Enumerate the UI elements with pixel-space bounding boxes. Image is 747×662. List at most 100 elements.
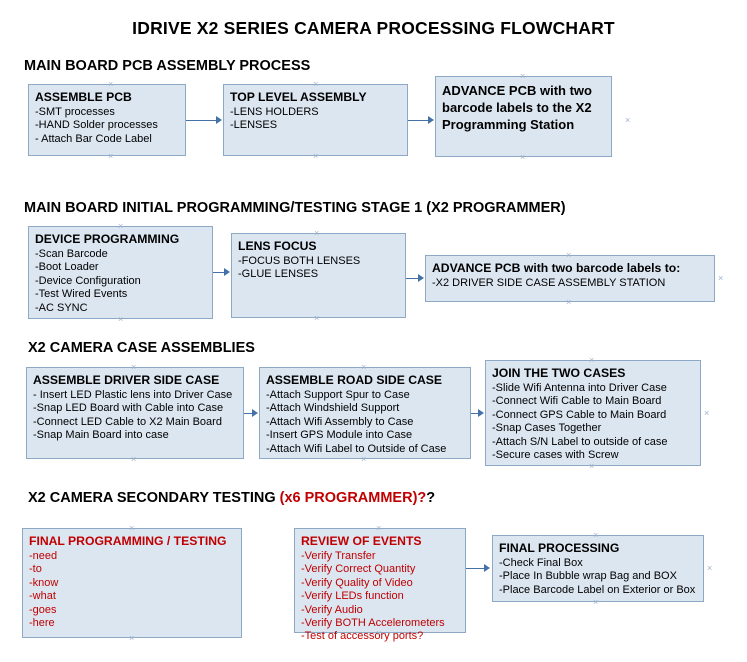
box-device-programming: DEVICE PROGRAMMING -Scan Barcode -Boot L… (28, 226, 213, 319)
anchor-marker: × (314, 228, 320, 238)
box-title: DEVICE PROGRAMMING (35, 232, 180, 246)
box-line: -HAND Solder processes (35, 119, 158, 132)
box-final-processing: FINAL PROCESSING -Check Final Box -Place… (492, 535, 704, 602)
anchor-marker: × (118, 221, 124, 231)
box-line: -Connect Wifi Cable to Main Board (492, 395, 662, 408)
box-line: -Test Wired Events (35, 288, 128, 301)
box-advance-pcb-programming-station: ADVANCE PCB with two barcode labels to t… (435, 76, 612, 157)
connector-line (186, 120, 217, 121)
box-final-programming-testing: FINAL PROGRAMMING / TESTING -need -to -k… (22, 528, 242, 638)
connector-arrow (418, 274, 424, 282)
box-line: -X2 DRIVER SIDE CASE ASSEMBLY STATION (432, 277, 666, 289)
box-line: -Verify LEDs function (301, 590, 404, 603)
box-line: -LENS HOLDERS (230, 106, 319, 118)
connector-arrow (252, 409, 258, 417)
box-title: ADVANCE PCB with two barcode labels to t… (442, 83, 592, 132)
anchor-marker: × (361, 454, 367, 464)
box-title: LENS FOCUS (238, 239, 317, 253)
box-line: -Secure cases with Screw (492, 449, 619, 462)
box-line: -Insert GPS Module into Case (266, 429, 413, 442)
connector-arrow (484, 564, 490, 572)
box-title: FINAL PROGRAMMING / TESTING (29, 534, 227, 548)
box-line: -Scan Barcode (35, 248, 108, 260)
box-title: TOP LEVEL ASSEMBLY (230, 90, 367, 104)
box-line: -Snap LED Board with Cable into Case (33, 402, 224, 415)
box-title: ASSEMBLE DRIVER SIDE CASE (33, 373, 220, 387)
connector-line (244, 413, 253, 414)
box-line: -Verify Audio (301, 603, 363, 616)
box-line: -here (29, 617, 55, 630)
box-line: -Place In Bubble wrap Bag and BOX (499, 570, 677, 583)
box-line: -Attach Wifi Assembly to Case (266, 415, 414, 428)
box-line: -Snap Cases Together (492, 422, 602, 435)
anchor-marker: × (589, 461, 595, 471)
anchor-marker: × (520, 71, 526, 81)
anchor-marker: × (131, 454, 137, 464)
box-line: -Boot Loader (35, 261, 99, 274)
anchor-marker: × (718, 273, 724, 283)
connector-arrow (224, 268, 230, 276)
section-header-main-board-pcb: MAIN BOARD PCB ASSEMBLY PROCESS (24, 58, 311, 74)
box-line: -Slide Wifi Antenna into Driver Case (492, 382, 667, 394)
connector-arrow (478, 409, 484, 417)
box-title: REVIEW OF EVENTS (301, 534, 422, 548)
box-line: -to (29, 563, 42, 576)
anchor-marker: × (131, 362, 137, 372)
box-line: -SMT processes (35, 106, 115, 118)
connector-line (466, 568, 485, 569)
box-line: -Verify Correct Quantity (301, 563, 416, 576)
box-assemble-pcb: ASSEMBLE PCB -SMT processes -HAND Solder… (28, 84, 186, 156)
box-line: -FOCUS BOTH LENSES (238, 255, 361, 267)
box-advance-pcb-driver-side: ADVANCE PCB with two barcode labels to: … (425, 255, 715, 302)
box-line: -Verify Transfer (301, 550, 376, 562)
anchor-marker: × (108, 151, 114, 161)
box-line: -GLUE LENSES (238, 268, 319, 281)
anchor-marker: × (313, 79, 319, 89)
anchor-marker: × (566, 250, 572, 260)
section-header-secondary-testing: X2 CAMERA SECONDARY TESTING (x6 PROGRAMM… (28, 490, 436, 506)
section-label-accent: (x6 PROGRAMMER)? (279, 490, 427, 506)
box-title: ADVANCE PCB with two barcode labels to: (432, 261, 681, 275)
connector-arrow (216, 116, 222, 124)
anchor-marker: × (593, 597, 599, 607)
connector-line (406, 278, 419, 279)
box-line: -Attach S/N Label to outside of case (492, 435, 668, 448)
box-line: -goes (29, 603, 57, 616)
box-line: -what (29, 590, 56, 603)
box-assemble-road-side-case: ASSEMBLE ROAD SIDE CASE -Attach Support … (259, 367, 471, 459)
anchor-marker: × (707, 563, 713, 573)
box-review-of-events: REVIEW OF EVENTS -Verify Transfer -Verif… (294, 528, 466, 642)
section-header-case-assemblies: X2 CAMERA CASE ASSEMBLIES (28, 340, 255, 356)
box-line: -Check Final Box (499, 557, 583, 569)
box-line: -Device Configuration (35, 274, 141, 287)
box-line: -AC SYNC (35, 301, 88, 314)
box-line: -Attach Support Spur to Case (266, 389, 410, 401)
section-header-initial-programming: MAIN BOARD INITIAL PROGRAMMING/TESTING S… (24, 200, 566, 216)
anchor-marker: × (313, 151, 319, 161)
box-line: -Connect GPS Cable to Main Board (492, 408, 667, 421)
anchor-marker: × (376, 628, 382, 638)
box-line: - Insert LED Plastic lens into Driver Ca… (33, 389, 233, 401)
box-line: -Snap Main Board into case (33, 429, 169, 442)
connector-line (408, 120, 429, 121)
box-join-two-cases: JOIN THE TWO CASES -Slide Wifi Antenna i… (485, 360, 701, 466)
box-title: ASSEMBLE PCB (35, 90, 132, 104)
anchor-marker: × (361, 362, 367, 372)
page-title: IDRIVE X2 SERIES CAMERA PROCESSING FLOWC… (132, 18, 615, 38)
box-line: - Attach Bar Code Label (35, 132, 152, 145)
box-assemble-driver-side-case: ASSEMBLE DRIVER SIDE CASE - Insert LED P… (26, 367, 244, 459)
box-title: ASSEMBLE ROAD SIDE CASE (266, 373, 443, 387)
box-line: -Test of accessory ports? (301, 630, 424, 643)
anchor-marker: × (589, 355, 595, 365)
box-lens-focus: LENS FOCUS -FOCUS BOTH LENSES -GLUE LENS… (231, 233, 406, 318)
box-title: FINAL PROCESSING (499, 541, 620, 555)
box-line: -Verify Quality of Video (301, 576, 413, 589)
box-line: -Connect LED Cable to X2 Main Board (33, 415, 222, 428)
connector-line (213, 272, 225, 273)
anchor-marker: × (593, 530, 599, 540)
box-line: -Attach Wifi Label to Outside of Case (266, 442, 447, 455)
box-line: -need (29, 550, 58, 562)
anchor-marker: × (566, 297, 572, 307)
box-title: JOIN THE TWO CASES (492, 366, 626, 380)
